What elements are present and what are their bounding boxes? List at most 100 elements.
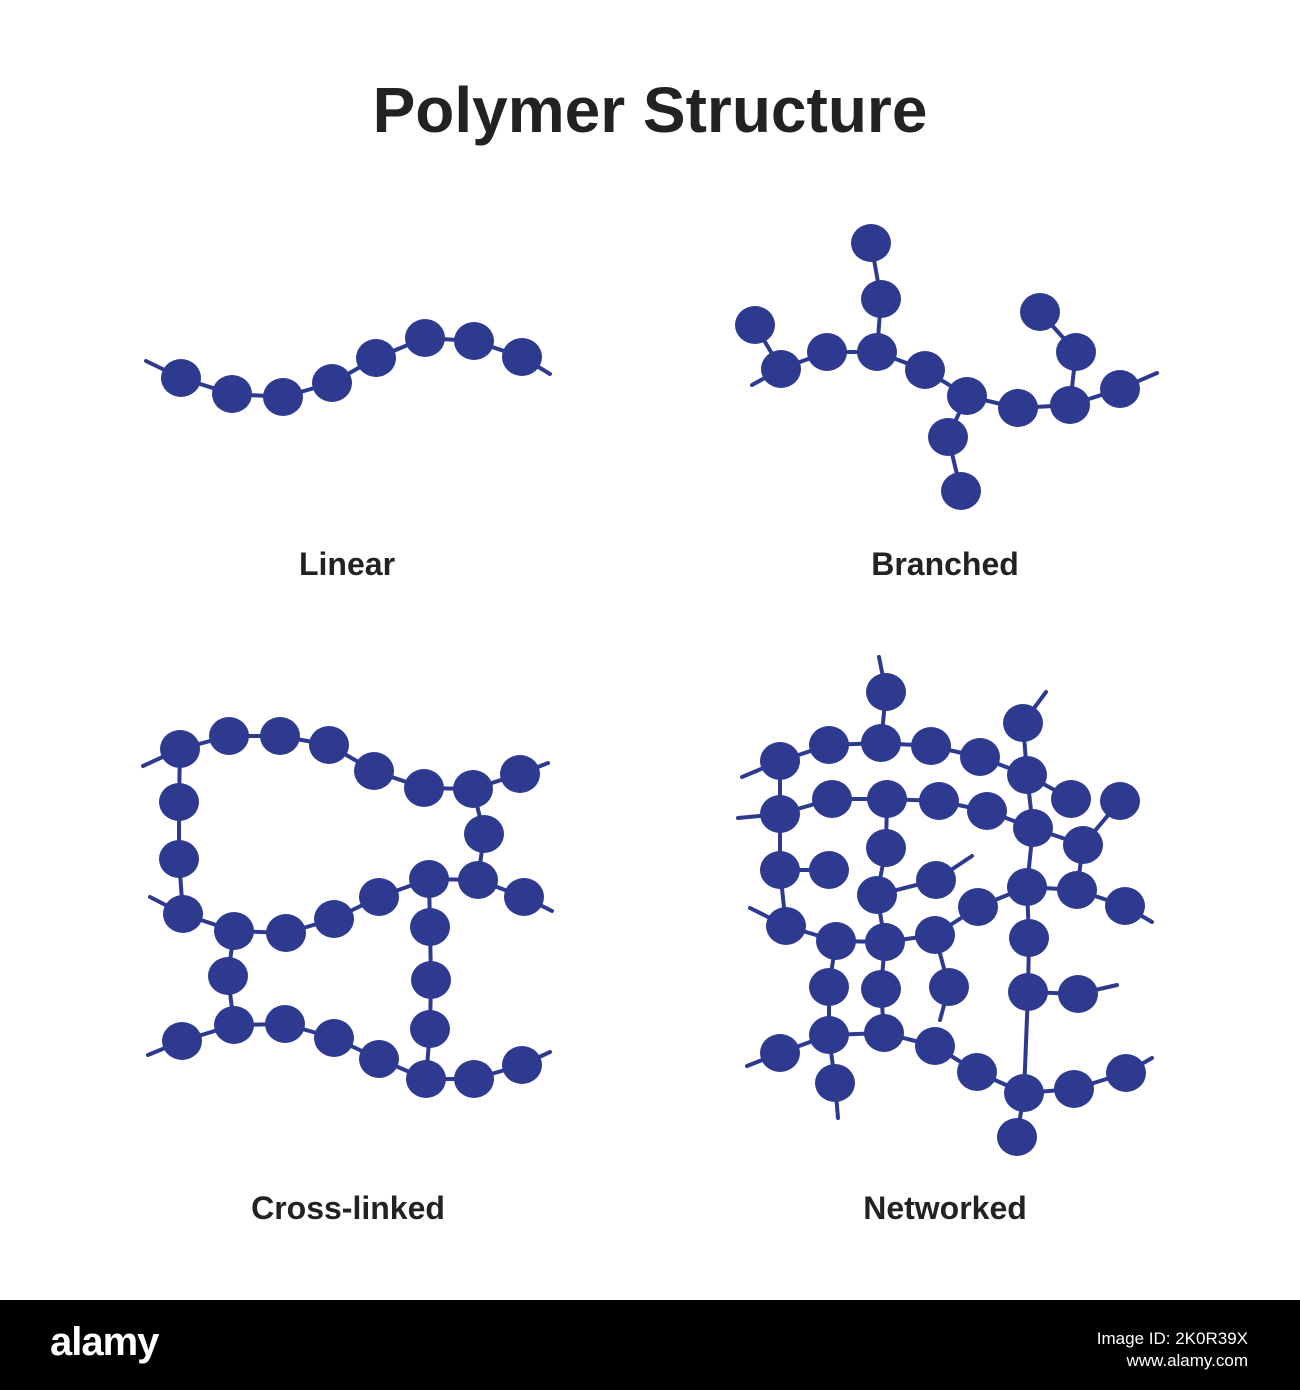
monomer-bead [857, 333, 897, 371]
monomer-bead [760, 851, 800, 889]
networked-polymer [736, 655, 1154, 1156]
monomer-bead [960, 738, 1000, 776]
monomer-bead [864, 1014, 904, 1052]
label-networked: Networked [863, 1190, 1027, 1226]
monomer-bead [1050, 386, 1090, 424]
monomer-bead [504, 878, 544, 916]
monomer-bead [1054, 1070, 1094, 1108]
monomer-bead [260, 717, 300, 755]
monomer-bead [1007, 756, 1047, 794]
linear-polymer [144, 319, 552, 416]
monomer-bead [159, 840, 199, 878]
monomer-bead [212, 375, 252, 413]
monomer-bead [766, 907, 806, 945]
monomer-bead [760, 742, 800, 780]
monomer-bead [314, 900, 354, 938]
monomer-bead [735, 306, 775, 344]
monomer-bead [214, 1006, 254, 1044]
monomer-bead [812, 780, 852, 818]
cross-linked-polymer [141, 717, 554, 1098]
monomer-bead [916, 861, 956, 899]
monomer-bead [314, 1019, 354, 1057]
monomer-bead [163, 895, 203, 933]
monomer-bead [464, 815, 504, 853]
monomer-bead [815, 1064, 855, 1102]
monomer-bead [866, 829, 906, 867]
monomer-bead [359, 1040, 399, 1078]
monomer-bead [309, 726, 349, 764]
monomer-bead [1013, 809, 1053, 847]
monomer-bead [161, 359, 201, 397]
monomer-bead [1009, 919, 1049, 957]
monomer-bead [263, 378, 303, 416]
monomer-bead [861, 970, 901, 1008]
label-cross-linked: Cross-linked [251, 1190, 445, 1226]
monomer-bead [957, 1053, 997, 1091]
monomer-bead [1008, 973, 1048, 1011]
monomer-bead [809, 1016, 849, 1054]
monomer-bead [809, 968, 849, 1006]
monomer-bead [807, 333, 847, 371]
monomer-bead [851, 224, 891, 262]
monomer-bead [809, 726, 849, 764]
monomer-bead [159, 783, 199, 821]
diagram-title: Polymer Structure [373, 74, 928, 146]
monomer-bead [411, 961, 451, 999]
polymer-diagram: Polymer Structure Linear Branched Cross-… [141, 74, 1159, 1226]
monomer-bead [266, 914, 306, 952]
monomer-bead [453, 770, 493, 808]
monomer-bead [1020, 293, 1060, 331]
monomer-bead [1051, 780, 1091, 818]
monomer-bead [410, 908, 450, 946]
label-linear: Linear [299, 546, 395, 582]
monomer-bead [208, 957, 248, 995]
monomer-bead [941, 472, 981, 510]
monomer-bead [1003, 704, 1043, 742]
monomer-bead [761, 350, 801, 388]
monomer-bead [919, 782, 959, 820]
monomer-bead [1105, 887, 1145, 925]
monomer-bead [458, 861, 498, 899]
monomer-bead [405, 319, 445, 357]
monomer-bead [998, 389, 1038, 427]
branched-polymer [735, 224, 1159, 510]
monomer-bead [809, 851, 849, 889]
monomer-bead [1004, 1074, 1044, 1112]
monomer-bead [502, 338, 542, 376]
monomer-bead [162, 1022, 202, 1060]
monomer-bead [929, 968, 969, 1006]
monomer-bead [160, 730, 200, 768]
monomer-bead [816, 922, 856, 960]
monomer-bead [866, 673, 906, 711]
monomer-bead [861, 280, 901, 318]
footer-bar: alamy Image ID: 2K0R39X www.alamy.com [0, 1300, 1300, 1390]
monomer-bead [857, 876, 897, 914]
monomer-bead [1058, 975, 1098, 1013]
label-branched: Branched [871, 546, 1019, 582]
monomer-bead [356, 339, 396, 377]
monomer-bead [915, 1027, 955, 1065]
monomer-bead [915, 916, 955, 954]
monomer-bead [867, 780, 907, 818]
image-id: Image ID: 2K0R39X [1096, 1329, 1248, 1348]
monomer-bead [1106, 1054, 1146, 1092]
monomer-bead [454, 322, 494, 360]
monomer-bead [209, 717, 249, 755]
monomer-bead [861, 724, 901, 762]
monomer-bead [1100, 782, 1140, 820]
monomer-bead [454, 1060, 494, 1098]
monomer-bead [410, 1010, 450, 1048]
monomer-bead [967, 792, 1007, 830]
monomer-bead [760, 795, 800, 833]
monomer-bead [928, 418, 968, 456]
monomer-bead [354, 752, 394, 790]
monomer-bead [1007, 868, 1047, 906]
footer-info: Image ID: 2K0R39X www.alamy.com [1097, 1328, 1248, 1372]
monomer-bead [911, 727, 951, 765]
monomer-bead [1056, 333, 1096, 371]
monomer-bead [760, 1034, 800, 1072]
alamy-logo: alamy [50, 1320, 159, 1364]
monomer-bead [958, 888, 998, 926]
monomer-bead [1100, 370, 1140, 408]
monomer-bead [905, 351, 945, 389]
